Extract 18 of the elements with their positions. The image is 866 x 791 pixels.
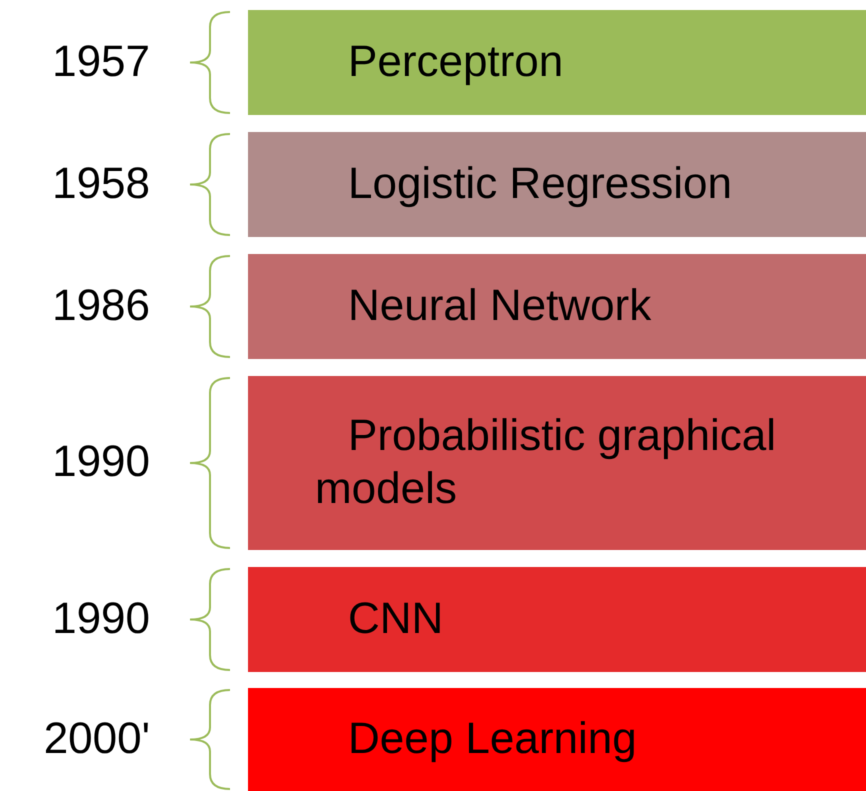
timeline-bar xyxy=(248,254,866,359)
bar-label: Perceptron xyxy=(347,36,564,88)
timeline-bar xyxy=(248,10,866,115)
bar-label: Logistic Regression xyxy=(347,158,732,210)
bar-label: Deep Learning xyxy=(347,713,637,766)
year-label: 1986 xyxy=(51,280,150,332)
year-label: 1957 xyxy=(51,36,150,88)
year-label: 1958 xyxy=(51,158,150,210)
year-label: 1990 xyxy=(51,592,150,644)
timeline-bar xyxy=(248,688,866,791)
timeline-bar xyxy=(248,376,866,550)
timeline-bar xyxy=(248,132,866,237)
year-label: 1990 xyxy=(51,436,150,488)
timeline-bar xyxy=(248,567,866,672)
bar-label: Neural Network xyxy=(347,280,652,332)
year-label: 2000' xyxy=(42,712,150,764)
bar-label: Probabilistic graphical models xyxy=(315,410,777,515)
bar-label: CNN xyxy=(347,593,444,646)
